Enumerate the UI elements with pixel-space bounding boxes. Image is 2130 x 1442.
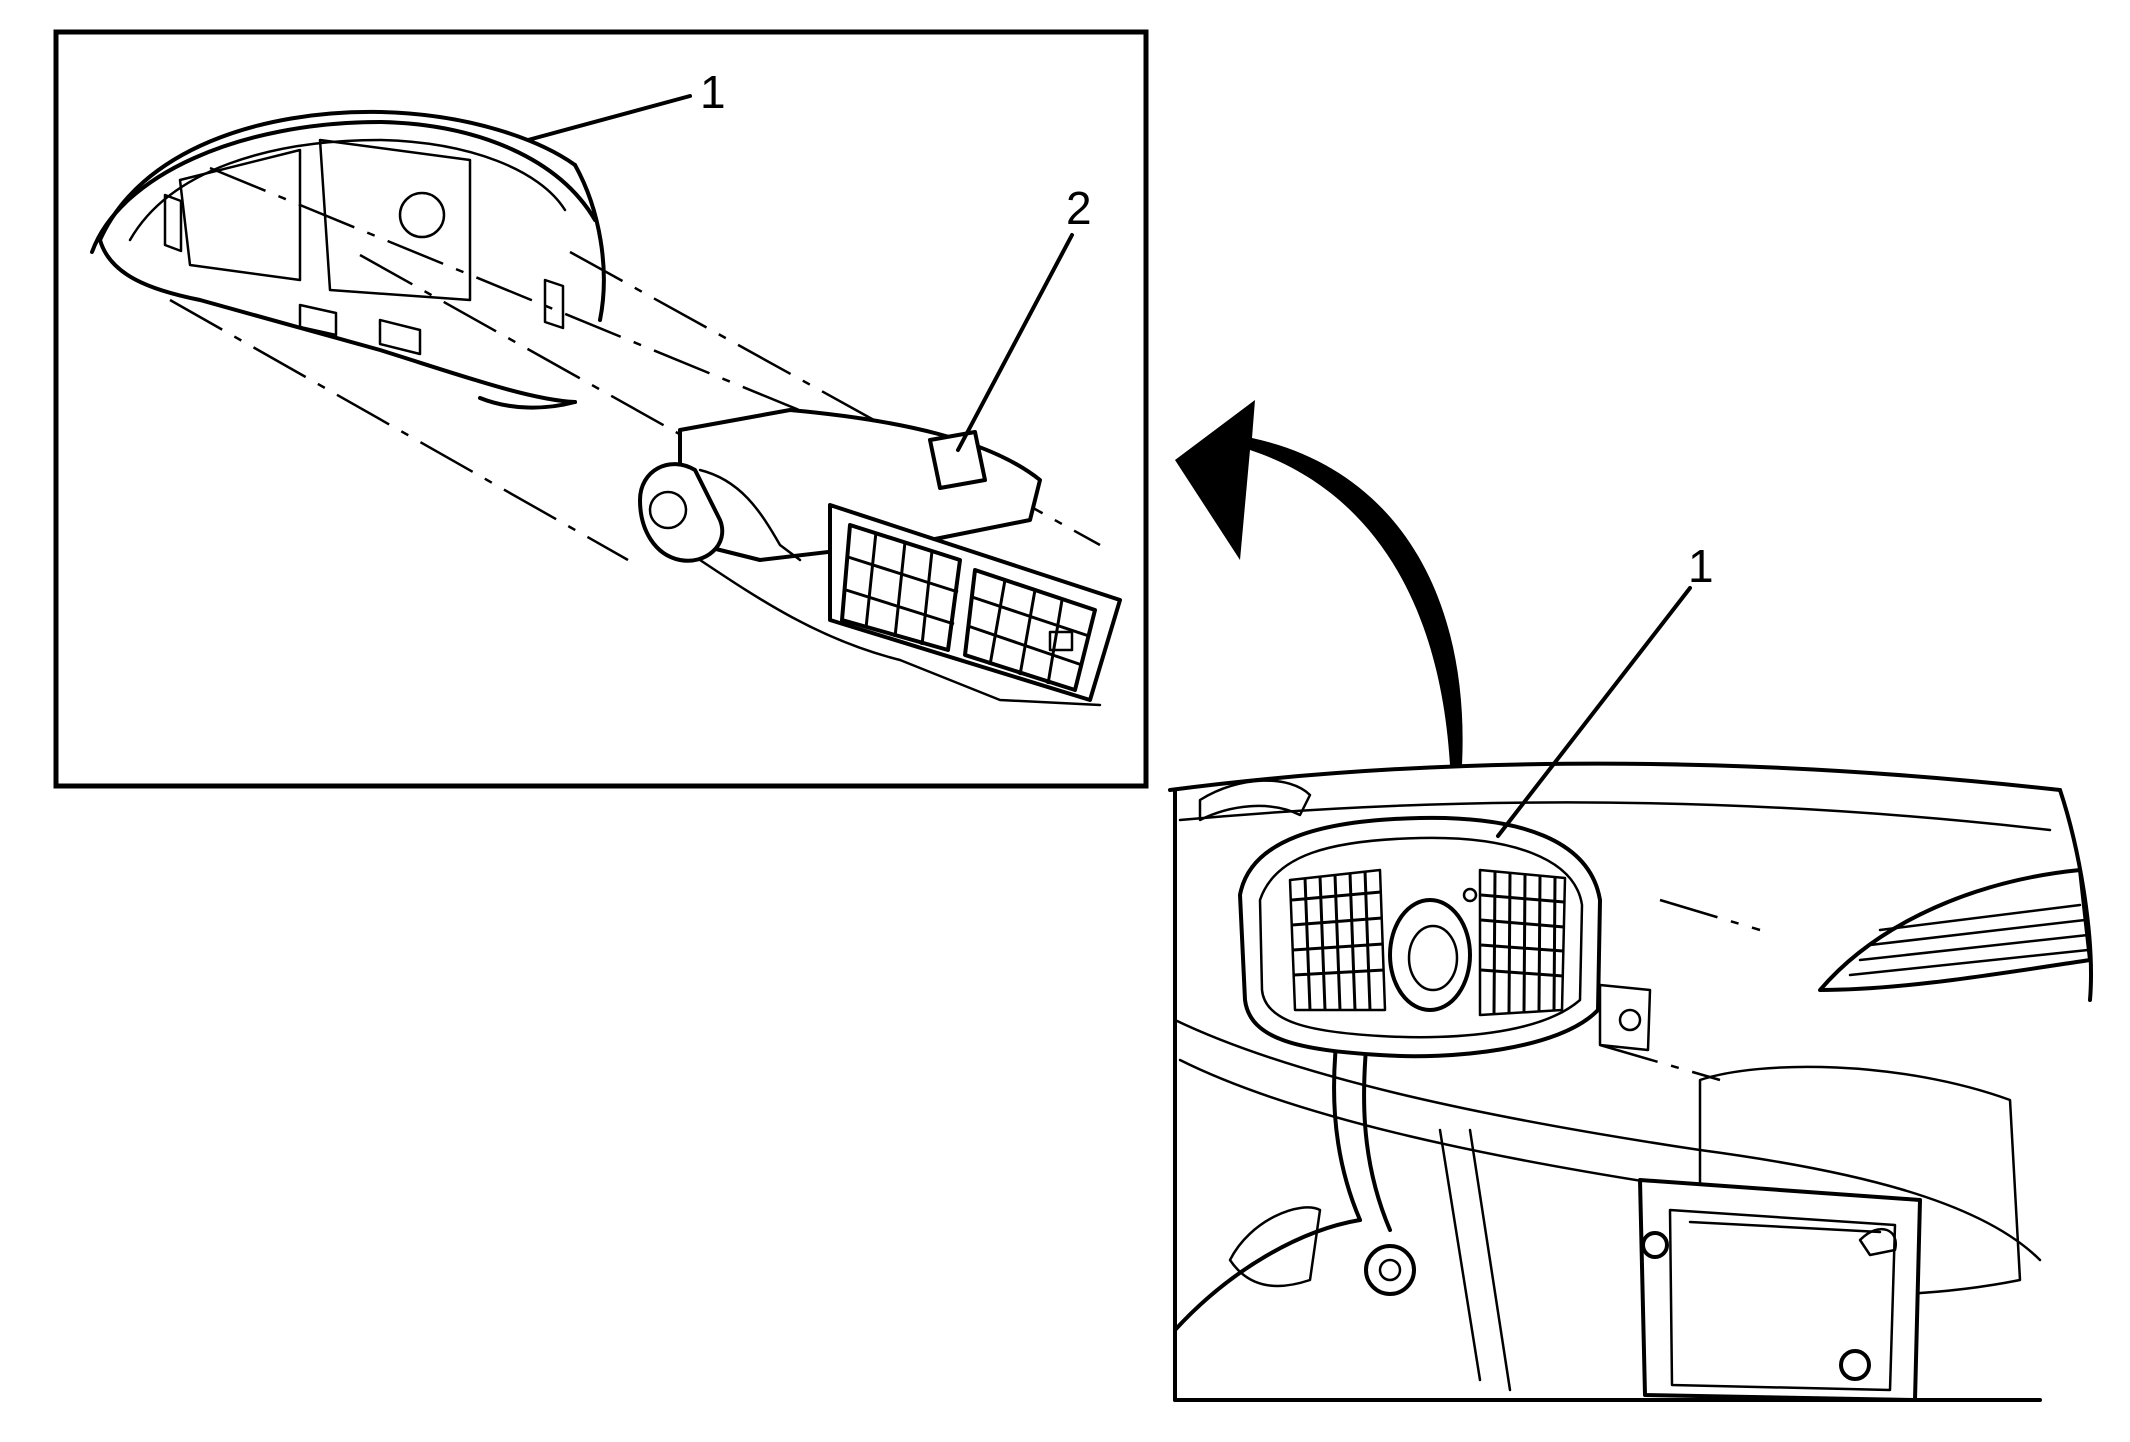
zoom-arrow xyxy=(1175,400,1463,765)
vehicle-dashboard-view: 1 xyxy=(1168,540,2093,1402)
duct-assembly-detail xyxy=(638,408,1122,707)
detail-frame xyxy=(53,29,1149,789)
speaker-grille xyxy=(1848,903,2090,977)
callout-1-leader-vehicle xyxy=(1496,586,1692,838)
bezel-detail xyxy=(90,109,606,410)
callout-1-leader-detail xyxy=(526,94,692,142)
callout-1-label-detail: 1 xyxy=(700,66,726,118)
detail-inset: 1 2 xyxy=(53,29,1149,789)
callout-2-label-detail: 2 xyxy=(1066,182,1092,234)
bezel-installed xyxy=(1238,815,1652,1059)
callout-2-leader-detail xyxy=(956,233,1074,452)
callout-1-label-vehicle: 1 xyxy=(1688,540,1714,592)
